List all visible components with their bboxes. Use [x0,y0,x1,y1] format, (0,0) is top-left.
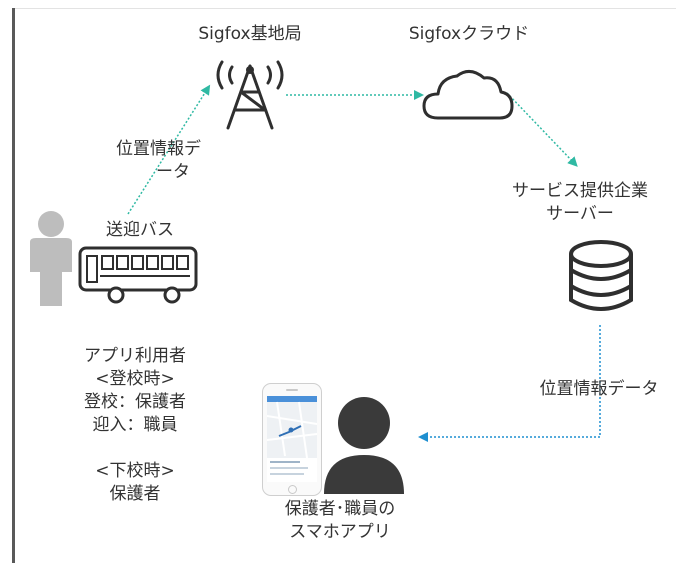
school-leaving-line-1: 保護者 [109,484,161,504]
phone-home-button [288,485,297,494]
edge-label-line-2: ータ [156,162,190,182]
phone-speaker [286,389,298,391]
school-going-line-2: 迎入：職員 [92,415,178,435]
base-station-label: Sigfox基地局 [198,24,302,44]
app-label: 保護者･職員の スマホアプリ [240,498,440,544]
frame-left-border [12,8,15,563]
arrow-bus-to-station [127,84,211,215]
phone-screen [267,396,317,482]
spacer [60,437,210,460]
map-icon [267,396,317,482]
frame-top-border [12,8,676,9]
server-label-line-2: サーバー [546,204,614,224]
users-title: アプリ利用者 [84,346,186,366]
smartphone-icon [262,383,322,496]
app-label-line-1: 保護者･職員の [284,499,396,519]
school-going-line-1: 登校：保護者 [84,392,186,412]
arrow-cloud-to-server [506,92,578,167]
school-going-heading: <登校時> [95,369,175,389]
server-label-line-1: サービス提供企業 [512,181,648,201]
server-label: サービス提供企業 サーバー [492,180,668,226]
edge-label-line-1: 位置情報デ [116,139,201,159]
arrow-server-to-app [418,325,601,442]
users-description: アプリ利用者 <登校時> 登校：保護者 迎入：職員 <下校時> 保護者 [60,345,210,506]
cloud-label: Sigfoxクラウド [408,24,530,44]
bus-label: 送迎バス [106,220,174,240]
school-leaving-heading: <下校時> [95,461,175,481]
edge-label-bus-to-station: 位置情報デ ータ [100,138,234,184]
edge-label-server-to-app: 位置情報データ [539,379,659,399]
app-label-line-2: スマホアプリ [289,522,391,542]
